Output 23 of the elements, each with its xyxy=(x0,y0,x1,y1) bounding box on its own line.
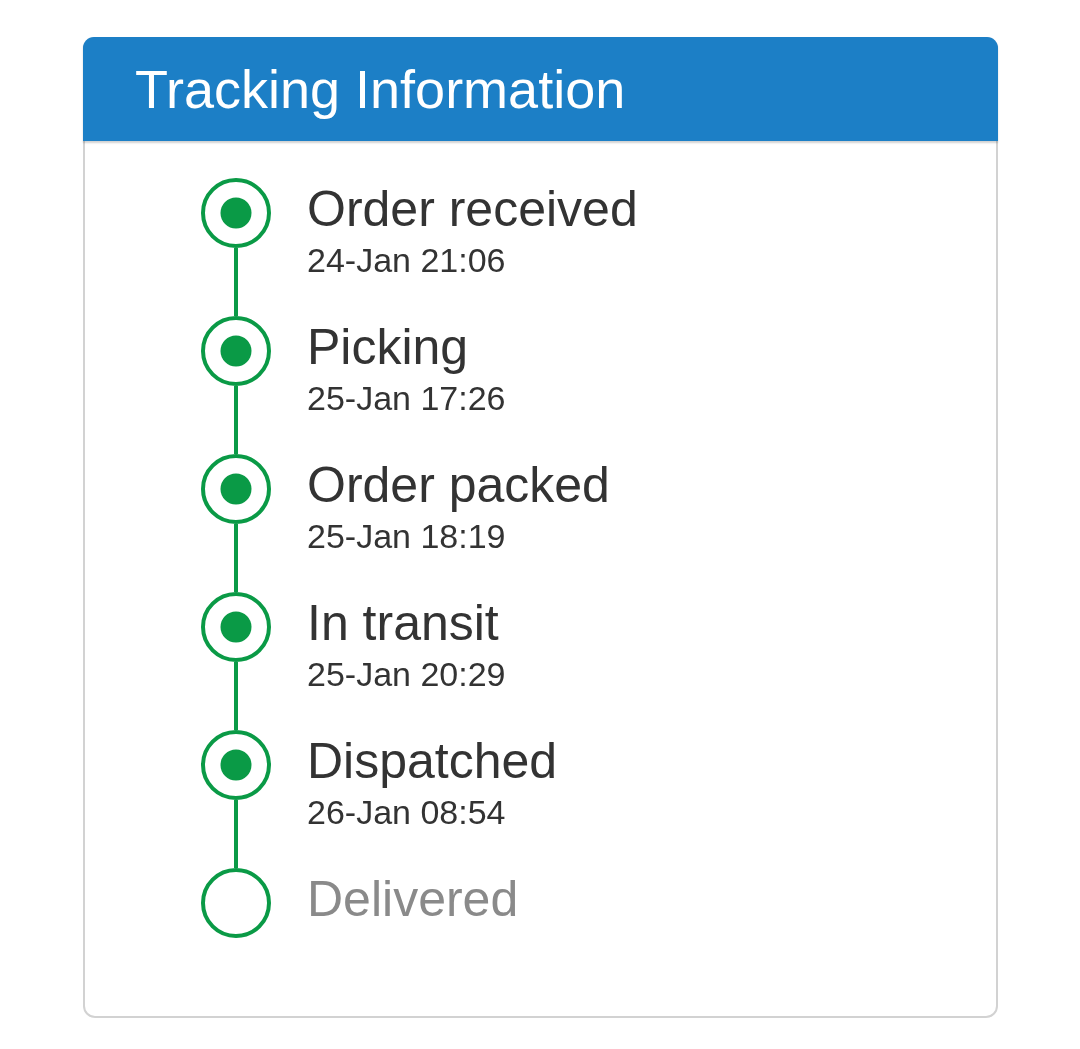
filled-ring-marker xyxy=(201,454,271,524)
step-label: In transit xyxy=(307,598,499,648)
step-label: Delivered xyxy=(307,874,519,924)
step-timestamp: 24-Jan 21:06 xyxy=(307,243,506,277)
tracking-card xyxy=(83,37,998,1018)
step-timestamp: 25-Jan 17:26 xyxy=(307,381,506,415)
connector-line xyxy=(234,662,238,730)
filled-ring-marker xyxy=(201,592,271,662)
step-label: Dispatched xyxy=(307,736,558,786)
connector-line xyxy=(234,248,238,316)
filled-ring-marker xyxy=(201,178,271,248)
step-label: Order received xyxy=(307,184,638,234)
empty-ring-marker xyxy=(201,868,271,938)
connector-line xyxy=(234,386,238,454)
connector-line xyxy=(234,800,238,868)
step-label: Picking xyxy=(307,322,469,372)
step-timestamp: 25-Jan 20:29 xyxy=(307,657,506,691)
step-timestamp: 26-Jan 08:54 xyxy=(307,795,506,829)
step-label: Order packed xyxy=(307,460,610,510)
connector-line xyxy=(234,524,238,592)
filled-ring-marker xyxy=(201,316,271,386)
filled-ring-marker xyxy=(201,730,271,800)
step-timestamp: 25-Jan 18:19 xyxy=(307,519,506,553)
